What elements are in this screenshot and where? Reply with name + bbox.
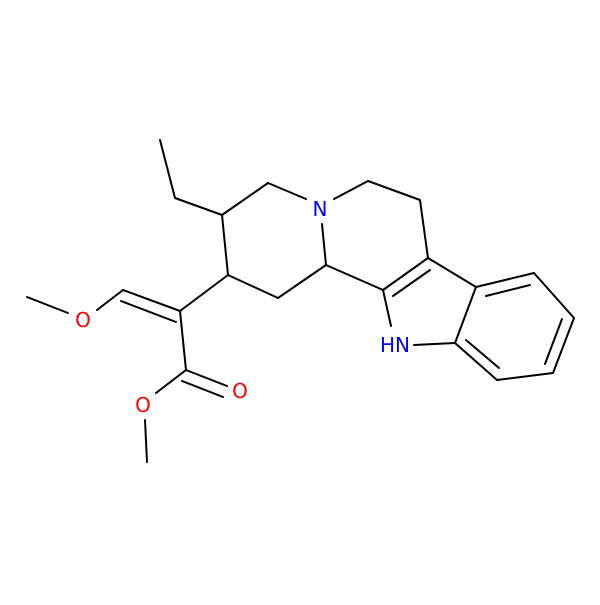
- bond-cbeta-o: [96, 289, 124, 311]
- bond-c7b-c8: [496, 372, 554, 381]
- bond-c2-c1: [227, 274, 279, 299]
- bond-ethyl-ch2: [174, 197, 223, 216]
- bond-c12b-n: [321, 223, 327, 266]
- atom-nitrogen-nh: HN: [380, 333, 410, 357]
- bond-c3-c4: [221, 182, 269, 216]
- bond-c6b-c7b: [552, 317, 575, 374]
- atom-nitrogen-ring: N: [313, 197, 328, 221]
- bond-c4a-c5-inner: [485, 284, 531, 297]
- bond-carbonyl-o-inner: [181, 380, 224, 398]
- bond-layer: [26, 139, 575, 463]
- bond-n-c6: [333, 180, 369, 200]
- bond-o-ch3: [26, 296, 69, 314]
- bond-c12b-c12a: [325, 264, 384, 291]
- bond-c4-n: [267, 182, 307, 200]
- bond-ethyl-ch3: [159, 139, 176, 199]
- bond-c6-c7: [367, 180, 421, 201]
- atom-oxygen-ester: O: [135, 393, 151, 417]
- bond-c7-c7a: [419, 199, 429, 259]
- bond-c8-c8a: [454, 342, 498, 381]
- bond-c3-c2: [221, 214, 229, 276]
- atom-oxygen-carbonyl: O: [232, 379, 248, 403]
- bond-c12a-nh: [382, 289, 392, 327]
- bond-c4a-c5: [475, 272, 535, 288]
- atom-oxygen-ether: O: [75, 308, 91, 332]
- bond-c7a-c12a: [382, 257, 429, 291]
- bond-c6b-c7b-inner: [544, 318, 563, 365]
- bond-carbonyl-oester: [155, 369, 187, 394]
- bond-calpha-cbeta-inner: [120, 300, 177, 323]
- atom-label-layer: N HN O O O: [75, 197, 410, 417]
- bond-c2-calpha: [179, 274, 229, 312]
- bond-c5-c6b: [533, 272, 575, 319]
- bond-calpha-cbeta: [122, 289, 181, 312]
- bond-c1-c12b: [277, 264, 327, 299]
- bond-carbonyl-o: [185, 369, 228, 387]
- bond-c4a-c7a: [427, 257, 477, 288]
- bond-c7a-c12a-inner: [392, 269, 431, 297]
- bond-nh-c8a: [413, 342, 456, 346]
- bond-c8-c8a-inner: [465, 339, 500, 369]
- bond-c8a-c4a: [454, 286, 477, 344]
- bond-calpha-ccarbonyl: [179, 310, 187, 371]
- bond-oester-ch3: [144, 419, 148, 463]
